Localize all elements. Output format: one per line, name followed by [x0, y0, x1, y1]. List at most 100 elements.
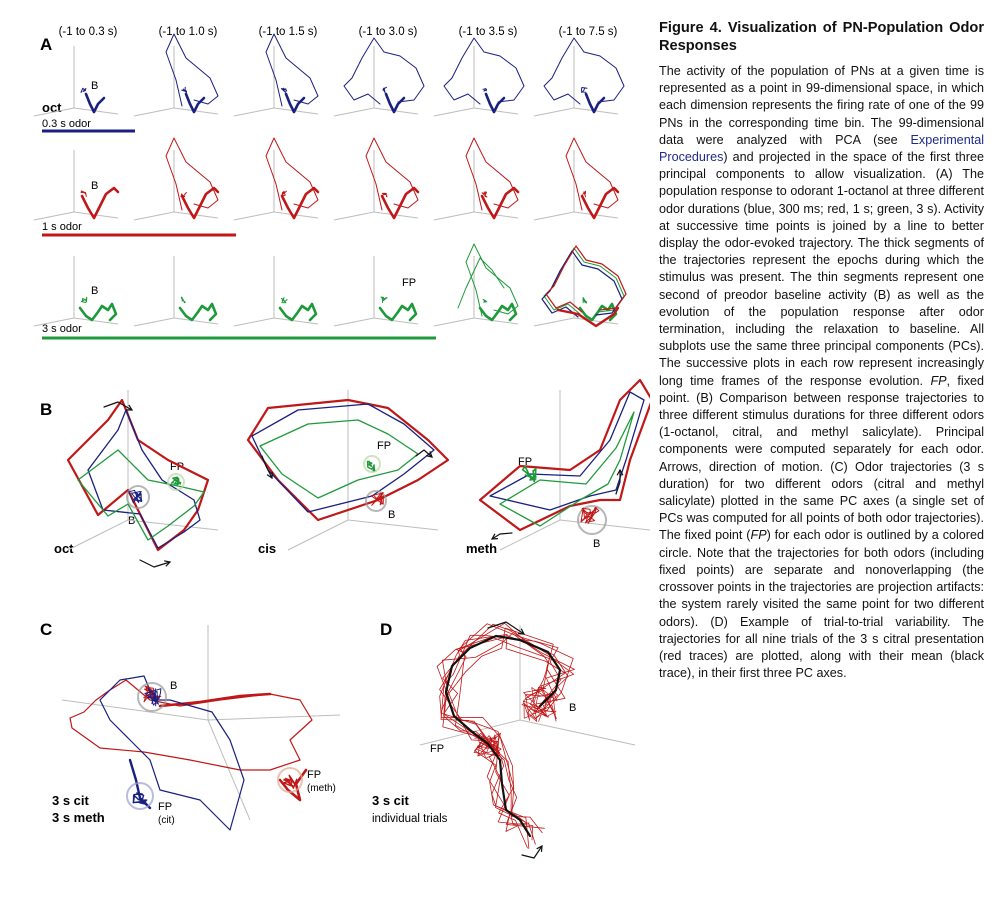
direction-arrow	[521, 845, 543, 859]
baseline-jitter	[180, 296, 186, 304]
pc-axis	[573, 317, 619, 325]
fixed-point-jitter	[170, 476, 182, 486]
baseline-jitter	[580, 506, 600, 524]
odor-evoked-trajectory	[278, 302, 318, 322]
post-odor-trajectory	[265, 33, 319, 107]
pc-axis	[273, 317, 319, 325]
panel-a-duration-label: 0.3 s odor	[42, 118, 91, 130]
panel-a-col-header: (-1 to 3.5 s)	[459, 26, 518, 38]
individual-trial-trace	[442, 633, 549, 841]
pc-axis	[333, 317, 375, 327]
fixed-point-circle-cit	[126, 782, 154, 810]
panel-c-label: 3 s cit	[52, 793, 90, 808]
pc-axis	[373, 317, 419, 325]
trajectory-blue	[489, 391, 645, 511]
pc-axis	[473, 107, 519, 115]
pc-axis	[533, 317, 575, 327]
pc-axis	[133, 107, 175, 117]
fixed-point-circle-meth	[277, 767, 303, 793]
panel-a-col-header: (-1 to 1.5 s)	[259, 26, 318, 38]
caption-link-experimental-procedures[interactable]: Experimental Procedures	[659, 132, 984, 165]
fixed-point-jitter	[283, 774, 298, 789]
trajectory-cit-meth-red	[69, 679, 313, 771]
baseline-jitter	[382, 86, 387, 93]
pc-axis	[287, 519, 349, 551]
post-odor-trajectory	[543, 37, 625, 105]
panel-d-fp-label: FP	[430, 743, 444, 755]
baseline-circle	[577, 505, 607, 535]
pc-axis	[519, 719, 636, 746]
direction-arrow	[415, 449, 433, 458]
panel-a-duration-label: 3 s odor	[42, 323, 82, 335]
odor-evoked-trajectory	[578, 302, 618, 322]
pc-axis	[533, 211, 575, 221]
caption-title: Figure 4. Visualization of PN-Population…	[659, 20, 984, 54]
direction-arrow	[261, 455, 273, 479]
caption-text: ) and projected in the space of the firs…	[659, 150, 984, 388]
direction-arrow	[426, 451, 433, 458]
baseline-jitter	[128, 489, 143, 504]
trajectory-red	[246, 398, 450, 522]
panel-c-baseline-label: B	[170, 680, 177, 692]
baseline-circle	[126, 485, 150, 509]
baseline-jitter	[482, 298, 488, 303]
pc-axis	[133, 317, 175, 327]
pc-axis	[347, 519, 439, 531]
fixed-point-circle	[363, 455, 381, 473]
pc-axis	[207, 719, 251, 821]
baseline-jitter	[81, 296, 88, 303]
pc-axis	[73, 107, 119, 115]
panel-a-letter: A	[40, 35, 52, 54]
direction-arrow	[139, 559, 171, 568]
panel-b-odor-label: oct	[54, 541, 74, 556]
trajectory-green	[77, 449, 205, 541]
panel-a-col-header: (-1 to 0.3 s)	[59, 26, 118, 38]
baseline-jitter	[381, 192, 388, 198]
trajectory-blue	[99, 675, 245, 831]
pc-axis	[61, 699, 209, 721]
odor-evoked-trajectory	[78, 302, 118, 322]
pc-axis	[133, 211, 175, 221]
pc-axis	[33, 317, 75, 327]
panel-b-fp-label: FP	[518, 456, 532, 468]
pc-axis	[573, 107, 619, 115]
odor-evoked-red	[278, 768, 308, 802]
mean-trajectory	[444, 634, 562, 838]
post-odor-trajectory	[343, 37, 425, 105]
pc-axis	[433, 317, 475, 327]
caption-body: The activity of the population of PNs at…	[659, 63, 984, 682]
baseline-jitter	[280, 297, 288, 304]
pc-axis	[419, 719, 521, 746]
post-odor-trajectory	[165, 33, 219, 107]
panel-a-col-header: (-1 to 7.5 s)	[559, 26, 618, 38]
direction-arrow	[163, 560, 172, 567]
pc-axis	[473, 317, 519, 325]
overlay-odor-evoked-red	[556, 306, 620, 328]
baseline-jitter	[80, 190, 87, 197]
baseline-jitter	[481, 191, 488, 198]
odor-evoked-trajectory	[284, 92, 306, 114]
fixed-point-jitter	[521, 465, 537, 483]
direction-arrow	[490, 533, 499, 540]
baseline-jitter	[370, 492, 384, 506]
pc-axis	[233, 107, 275, 117]
post-odor-trajectory	[465, 243, 519, 317]
baseline-jitter	[380, 296, 388, 303]
panel-d-label: 3 s cit	[372, 793, 410, 808]
trajectory-green	[499, 411, 635, 527]
baseline-jitter	[144, 688, 162, 707]
panel-c-fp-cit-label: FP	[158, 801, 172, 813]
odor-evoked-trajectory	[80, 186, 120, 220]
pc-axis	[233, 317, 275, 327]
panel-b-odor-label: meth	[466, 541, 497, 556]
odor-evoked-trajectory	[184, 92, 206, 114]
pc-axis	[433, 107, 475, 117]
panel-a-baseline-label: B	[91, 180, 98, 192]
caption-text: The activity of the population of PNs at…	[659, 64, 984, 147]
panel-c-fp-cit-sub: (cit)	[158, 815, 175, 826]
baseline-jitter	[582, 190, 587, 198]
panel-b-letter: B	[40, 400, 52, 419]
odor-evoked-trajectory	[378, 302, 418, 322]
direction-arrow	[103, 401, 133, 411]
trajectory-blue	[251, 403, 435, 513]
